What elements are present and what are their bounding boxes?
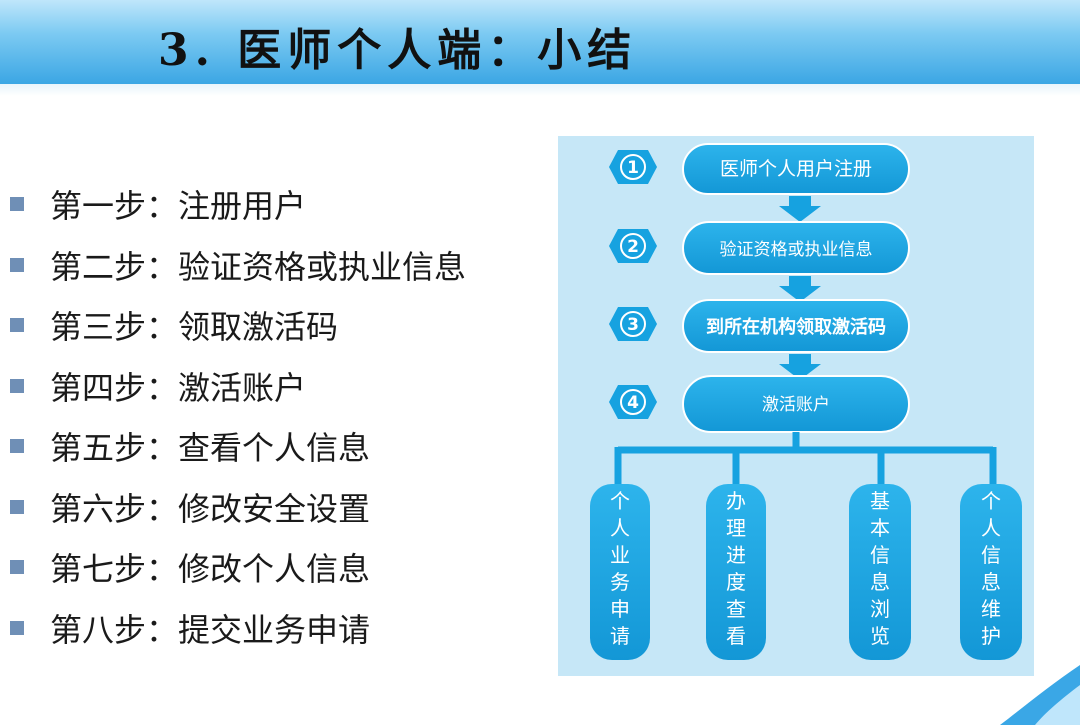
branch-char: 浏 [870,597,890,621]
branch-char: 览 [870,624,890,648]
step-label: 第三步：领取激活码 [50,308,339,347]
down-arrow-icon [779,354,821,380]
step-text: 验证资格或执业信息 [720,240,873,260]
step-item-5: 第五步：查看个人信息 [10,416,466,477]
slide-title: 3. 医师个人端：小结 [158,25,638,76]
number-ring [620,154,646,180]
step-item-6: 第六步：修改安全设置 [10,477,466,538]
step-box [682,221,910,275]
branch-box [960,484,1022,660]
number-ring [620,311,646,337]
corner-swoosh-decoration [1000,665,1080,725]
branch-char: 请 [610,624,630,648]
step-number: 1 [627,158,639,178]
bullet-square [10,499,24,514]
branch-char: 人 [610,516,630,540]
branch-progress-query: 办 理 进 度 查 看 [706,484,766,660]
step-number: 3 [627,315,639,335]
header-shadow [0,84,1080,96]
branch-char: 本 [870,516,890,540]
step-label: 第四步：激活账户 [50,368,307,407]
branch-char: 个 [610,489,630,513]
branch-basic-info-browse: 基 本 信 息 浏 览 [849,484,911,660]
step-text: 到所在机构领取激活码 [706,316,886,338]
flow-step-1: 1 医师个人用户注册 [609,143,910,222]
branch-char: 办 [726,489,746,513]
step-item-3: 第三步：领取激活码 [10,295,466,356]
step-item-4: 第四步：激活账户 [10,356,466,417]
flow-step-2: 2 验证资格或执业信息 [609,221,910,302]
step-box [682,143,910,195]
branch-char: 信 [981,543,1001,567]
step-label: 第八步：提交业务申请 [50,610,371,649]
step-label: 第六步：修改安全设置 [50,489,371,528]
branch-char: 个 [981,489,1001,513]
branch-char: 看 [726,624,746,648]
branch-char: 理 [726,516,746,540]
step-item-8: 第八步：提交业务申请 [10,598,466,659]
header-banner: 3. 医师个人端：小结 [0,0,1080,84]
branch-char: 护 [981,624,1001,648]
step-label: 第二步：验证资格或执业信息 [50,247,467,286]
step-label: 第一步：注册用户 [50,187,307,226]
branch-box [849,484,911,660]
step-number: 2 [627,237,639,257]
branch-char: 度 [726,570,746,594]
branch-char: 基 [870,489,890,513]
branch-char: 息 [870,570,890,594]
hexagon-badge-icon [609,229,657,263]
bullet-square [10,257,24,272]
step-label: 第七步：修改个人信息 [50,550,371,589]
branch-char: 务 [610,570,630,594]
branch-personal-application: 个 人 业 务 申 请 [590,484,650,660]
branch-char: 息 [981,570,1001,594]
bullet-square [10,197,24,212]
branch-char: 查 [726,597,746,621]
branch-box [706,484,766,660]
flow-step-3: 3 到所在机构领取激活码 [609,299,910,380]
branch-char: 信 [870,543,890,567]
step-label: 第五步：查看个人信息 [50,429,371,468]
step-list: 第一步：注册用户 第二步：验证资格或执业信息 第三步：领取激活码 第四步：激活账… [10,174,466,658]
bullet-square [10,318,24,333]
step-item-1: 第一步：注册用户 [10,174,466,235]
hexagon-badge-icon [609,150,657,184]
branch-char: 进 [726,543,746,567]
step-number: 4 [627,393,639,413]
down-arrow-icon [779,196,821,222]
branch-connectors [614,432,997,488]
branch-box [590,484,650,660]
bullet-square [10,560,24,575]
bullet-square [10,439,24,454]
branch-char: 申 [610,597,630,621]
number-ring [620,389,646,415]
hexagon-badge-icon [609,307,657,341]
step-item-7: 第七步：修改个人信息 [10,537,466,598]
step-box [682,299,910,353]
step-text: 激活账户 [762,395,830,415]
branch-char: 业 [610,543,630,567]
bullet-square [10,620,24,635]
branch-char: 人 [981,516,1001,540]
flow-step-4: 4 激活账户 [609,375,910,433]
branch-char: 维 [981,597,1001,621]
hexagon-badge-icon [609,385,657,419]
step-text: 医师个人用户注册 [720,158,872,180]
step-item-2: 第二步：验证资格或执业信息 [10,235,466,296]
down-arrow-icon [779,276,821,302]
branch-personal-info-maintain: 个 人 信 息 维 护 [960,484,1022,660]
number-ring [620,233,646,259]
bullet-square [10,378,24,393]
flowchart-diagram: 1 医师个人用户注册 2 验证资格或执业信息 3 到所在机构领取激活码 4 激活… [558,136,1034,676]
